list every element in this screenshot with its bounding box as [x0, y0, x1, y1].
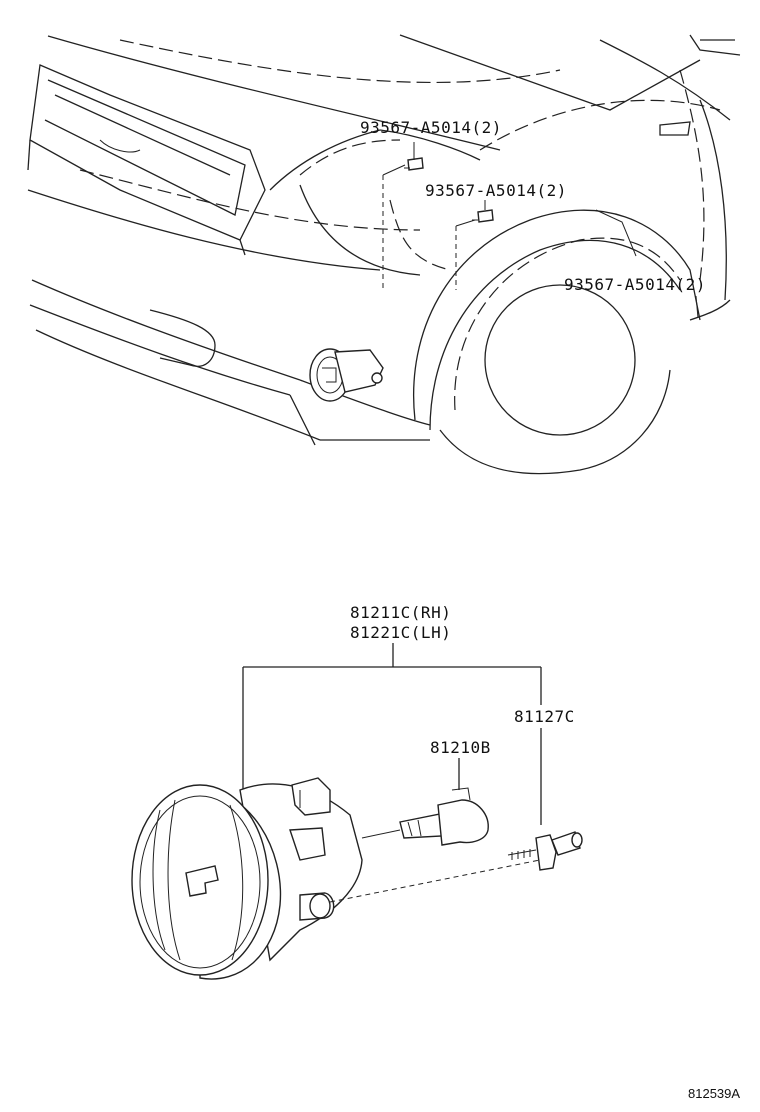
- reference-code: 812539A: [688, 1086, 740, 1101]
- bolt-1-label: 93567-A5014(2): [360, 118, 502, 137]
- bolt-2-label: 93567-A5014(2): [425, 181, 567, 200]
- socket-label: 81127C: [514, 707, 575, 726]
- front-grille: [27, 64, 266, 256]
- bulb-label: 81210B: [430, 738, 491, 757]
- assembly-bracket: [242, 643, 542, 825]
- fog-lamp-assembly: [131, 777, 363, 980]
- socket-81127c: [507, 831, 583, 871]
- bolt-2: [472, 209, 494, 223]
- bulb-81210b: [361, 787, 489, 846]
- wheel-arch: [413, 209, 731, 475]
- fog-lamp-rh-label: 81211C(RH): [350, 603, 451, 622]
- bolt-3-label: 93567-A5014(2): [564, 275, 706, 294]
- fog-lamp-installed: [309, 348, 384, 402]
- bolt-1: [404, 157, 424, 171]
- vehicle-front-illustration: [27, 34, 741, 475]
- fog-lamp-lh-label: 81221C(LH): [350, 623, 451, 642]
